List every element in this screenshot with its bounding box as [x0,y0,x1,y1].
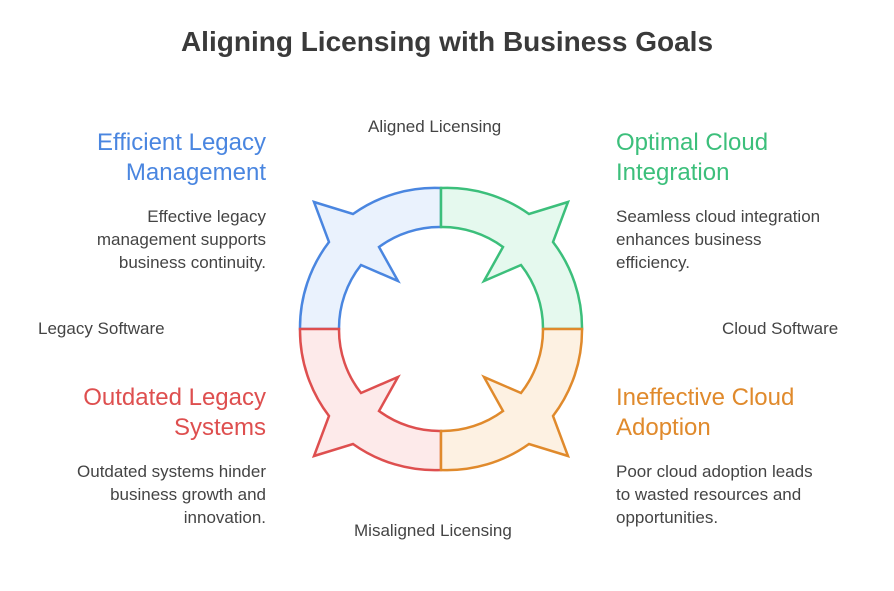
cycle-segment-outdated-legacy [298,327,443,472]
desc-line: opportunities. [616,508,719,527]
heading-line: Systems [173,414,266,441]
heading-line: Adoption [616,414,711,441]
desc-line: Effective legacy [147,207,266,226]
quadrant-heading-outdated-legacy: Outdated Legacy Systems [83,383,266,443]
desc-line: innovation. [183,508,266,527]
cycle-segment-optimal-cloud [439,186,584,331]
heading-line: Optimal Cloud [616,129,769,156]
desc-line: to wasted resources and [616,485,802,504]
heading-line: Efficient Legacy [97,129,266,156]
quadrant-heading-ineffective-cloud: Ineffective Cloud Adoption [616,383,794,443]
desc-line: management supports [96,230,266,249]
axis-label-top: Aligned Licensing [368,117,502,136]
cycle-segment-efficient-legacy [298,186,443,331]
heading-line: Outdated Legacy [83,384,266,411]
quadrant-desc-efficient-legacy: Effective legacy management supports bus… [97,205,266,274]
heading-line: Ineffective Cloud [616,384,795,411]
axis-label-bottom: Misaligned Licensing [354,521,512,540]
quadrant-desc-outdated-legacy: Outdated systems hinder business growth … [77,460,266,529]
axis-label-right: Cloud Software [722,319,839,338]
desc-line: Outdated systems hinder [77,462,266,481]
desc-line: Poor cloud adoption leads [616,462,813,481]
desc-line: business growth and [110,485,266,504]
desc-line: enhances business [616,230,762,249]
quadrant-desc-optimal-cloud: Seamless cloud integration enhances busi… [616,205,820,274]
quadrant-desc-ineffective-cloud: Poor cloud adoption leads to wasted reso… [616,460,813,529]
desc-line: Seamless cloud integration [616,207,821,226]
quadrant-heading-optimal-cloud: Optimal Cloud Integration [616,128,768,188]
desc-line: efficiency. [616,253,691,272]
axis-label-left: Legacy Software [38,319,165,338]
cycle-segment-ineffective-cloud [439,327,584,472]
desc-line: business continuity. [118,253,266,272]
heading-line: Management [125,159,266,186]
page-title: Aligning Licensing with Business Goals [180,26,714,57]
heading-line: Integration [616,159,730,186]
quadrant-heading-efficient-legacy: Efficient Legacy Management [97,128,266,188]
